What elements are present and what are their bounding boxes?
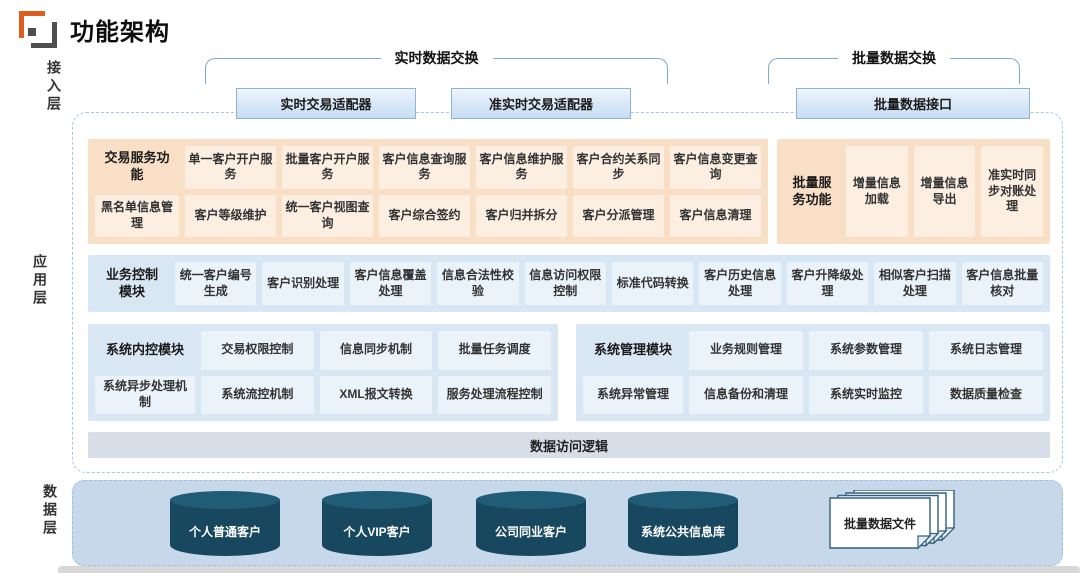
service-box: 批量客户开户服务 <box>282 146 373 189</box>
realtime-exchange-bracket: 实时数据交换 <box>205 48 668 84</box>
service-box: 增量信息导出 <box>913 146 976 237</box>
module-box: 相似客户扫描处理 <box>874 262 956 305</box>
module-box: 系统参数管理 <box>809 331 923 370</box>
module-box: 信息同步机制 <box>319 331 433 370</box>
layer-label-data: 数据层 <box>42 484 58 538</box>
module-box: 信息访问权限控制 <box>524 262 606 305</box>
module-box: 业务规则管理 <box>689 331 803 370</box>
service-box: 客户归并拆分 <box>476 194 567 237</box>
module-box: 信息合法性校验 <box>437 262 519 305</box>
page-bottom-edge <box>58 566 1080 573</box>
business-control-label: 业务控制模块 <box>105 266 158 299</box>
logo-orange-corner-icon <box>19 11 45 38</box>
service-box: 统一客户视图查询 <box>282 194 373 237</box>
realtime-exchange-label: 实时数据交换 <box>380 48 493 68</box>
module-box: 系统日志管理 <box>929 331 1043 370</box>
database-cylinder: 个人普通客户 <box>170 491 280 557</box>
system-internal-control-section: 系统内控模块 交易权限控制 信息同步机制 批量任务调度 系统异步处理机制 系统流… <box>88 324 558 421</box>
service-box: 客户等级维护 <box>185 194 276 237</box>
batch-exchange-bracket: 批量数据交换 <box>768 48 1020 84</box>
service-box: 客户信息清理 <box>670 194 761 237</box>
database-label: 个人VIP客户 <box>343 524 411 539</box>
transaction-services-section: 交易服务功能 单一客户开户服务 批量客户开户服务 客户信息查询服务 客户信息维护… <box>88 139 768 244</box>
batch-data-files: 批量数据文件 <box>818 489 960 558</box>
database-label: 公司同业客户 <box>494 524 567 539</box>
logo-gray-corner-icon <box>31 22 57 48</box>
service-box: 客户合约关系同步 <box>573 146 664 189</box>
service-box: 黑名单信息管理 <box>95 194 179 237</box>
module-box: 数据质量检查 <box>929 375 1043 414</box>
module-box: 客户信息覆盖处理 <box>349 262 432 305</box>
business-control-section: 业务控制模块 统一客户编号生成 客户识别处理 客户信息覆盖处理 信息合法性校验 … <box>88 255 1050 312</box>
database-label: 个人普通客户 <box>188 524 261 539</box>
system-management-section: 系统管理模块 业务规则管理 系统参数管理 系统日志管理 系统异常管理 信息备份和… <box>576 324 1050 421</box>
module-box: 系统异常管理 <box>583 375 683 414</box>
module-box: 客户历史信息处理 <box>699 262 781 305</box>
adapter-batch-interface: 批量数据接口 <box>796 88 1030 119</box>
adapter-quasi-realtime: 准实时交易适配器 <box>451 88 631 119</box>
module-box: 信息备份和清理 <box>689 375 803 414</box>
batch-services-label: 批量服务功能 <box>792 174 832 207</box>
system-management-label: 系统管理模块 <box>593 341 672 357</box>
database-cylinder: 系统公共信息库 <box>628 491 738 557</box>
page-title: 功能架构 <box>70 19 170 46</box>
batch-services-section: 批量服务功能 增量信息加载 增量信息导出 准实时同步对账处理 <box>777 139 1050 244</box>
database-cylinder: 公司同业客户 <box>476 491 586 557</box>
module-box: 客户升降级处理 <box>786 262 869 305</box>
logo-mark <box>16 8 60 52</box>
service-box: 增量信息加载 <box>846 146 908 237</box>
module-box: 服务处理流程控制 <box>438 375 551 414</box>
service-box: 客户信息变更查询 <box>670 146 761 189</box>
service-box: 客户信息查询服务 <box>379 146 470 189</box>
cylinder-body <box>476 500 586 556</box>
service-box: 准实时同步对账处理 <box>981 146 1043 237</box>
cylinder-body <box>170 500 280 556</box>
module-box: XML报文转换 <box>319 375 433 414</box>
adapter-realtime: 实时交易适配器 <box>236 88 416 119</box>
data-access-logic-bar: 数据访问逻辑 <box>88 432 1050 458</box>
cylinder-top <box>628 491 738 509</box>
module-box: 系统流控机制 <box>201 375 314 414</box>
database-label: 系统公共信息库 <box>640 524 725 539</box>
layer-label-access: 接入层 <box>46 60 62 114</box>
database-cylinder: 个人VIP客户 <box>322 491 432 557</box>
batch-exchange-label: 批量数据交换 <box>838 48 950 68</box>
cylinder-body <box>628 500 738 556</box>
layer-label-application: 应用层 <box>32 254 48 308</box>
module-box: 客户识别处理 <box>262 262 344 305</box>
service-box: 单一客户开户服务 <box>185 146 276 189</box>
transaction-services-label: 交易服务功能 <box>104 150 170 183</box>
service-box: 客户信息维护服务 <box>476 146 567 189</box>
module-box: 统一客户编号生成 <box>175 262 257 305</box>
document-stack-icon <box>829 489 956 550</box>
module-box: 客户信息批量核对 <box>961 262 1043 305</box>
module-box: 标准代码转换 <box>612 262 694 305</box>
module-box: 批量任务调度 <box>438 331 551 370</box>
cylinder-body <box>322 500 432 556</box>
system-internal-control-label: 系统内控模块 <box>105 341 184 357</box>
module-box: 交易权限控制 <box>201 331 314 370</box>
module-box: 系统异步处理机制 <box>95 375 195 414</box>
service-box: 客户分派管理 <box>573 194 664 237</box>
module-box: 系统实时监控 <box>809 375 923 414</box>
cylinder-top <box>170 491 280 509</box>
batch-data-files-label: 批量数据文件 <box>843 516 916 531</box>
service-box: 客户综合签约 <box>379 194 470 237</box>
cylinder-top <box>322 491 432 509</box>
logo-square-icon <box>28 28 36 36</box>
cylinder-top <box>476 491 586 509</box>
